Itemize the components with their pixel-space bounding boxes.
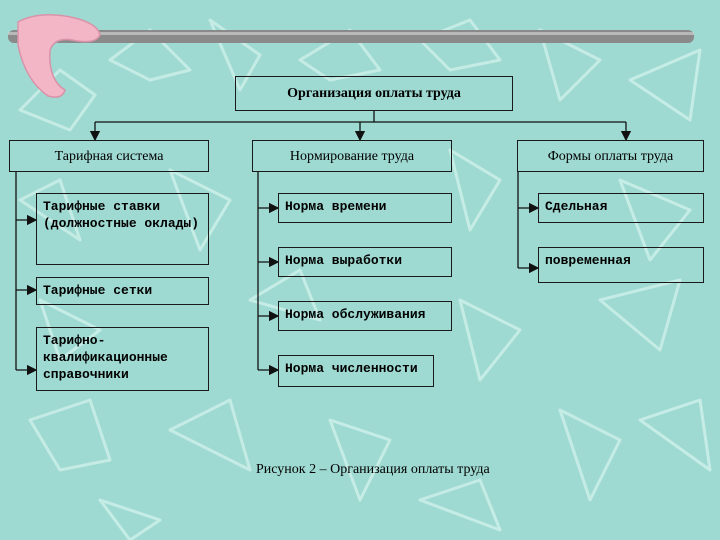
column-header-forms: Формы оплаты труда	[517, 140, 704, 172]
form-item-piecework: Сдельная	[538, 193, 704, 223]
norm-item-output: Норма выработки	[278, 247, 452, 277]
tariff-item-reference-books: Тарифно-квалификационные справочники	[36, 327, 209, 391]
diagram-title: Организация оплаты труда	[235, 76, 513, 111]
boomerang-logo	[17, 14, 101, 98]
norm-item-service: Норма обслуживания	[278, 301, 452, 331]
tariff-item-grids: Тарифные сетки	[36, 277, 209, 305]
top-bar	[8, 30, 694, 43]
figure-caption: Рисунок 2 – Организация оплаты труда	[256, 462, 490, 477]
tariff-item-rates: Тарифные ставки (должностные оклады)	[36, 193, 209, 265]
form-item-time-based: повременная	[538, 247, 704, 283]
norm-item-time: Норма времени	[278, 193, 452, 223]
column-header-tariff: Тарифная система	[9, 140, 209, 172]
column-header-norming: Нормирование труда	[252, 140, 452, 172]
norm-item-headcount: Норма численности	[278, 355, 434, 387]
